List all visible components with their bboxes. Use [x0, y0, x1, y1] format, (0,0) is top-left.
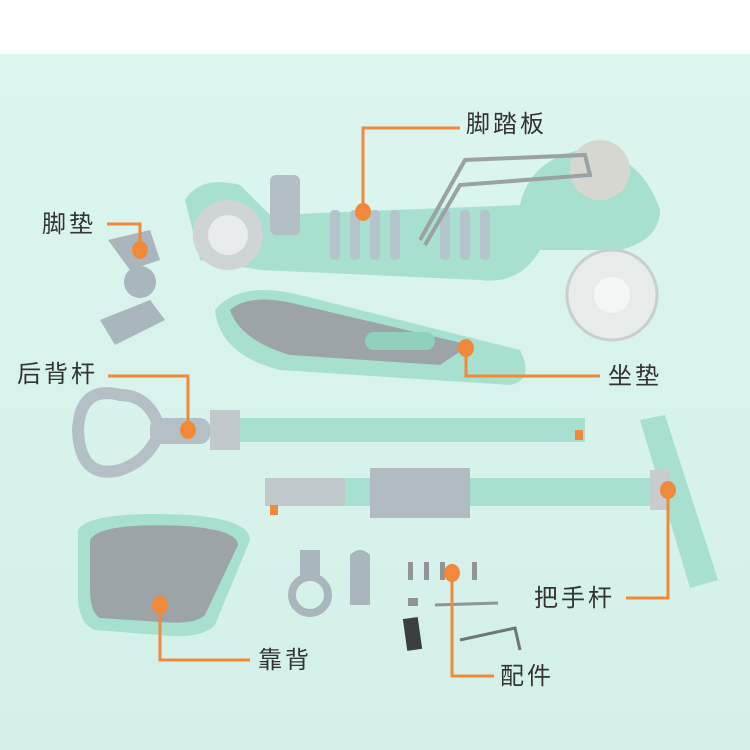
- label-foot-pad: 脚垫: [42, 210, 96, 238]
- callout-dots: [132, 203, 676, 614]
- label-seat-cushion: 坐垫: [608, 362, 662, 390]
- callout-lines: [107, 126, 670, 678]
- product-diagram: [0, 54, 750, 750]
- label-backrest: 靠背: [258, 646, 312, 674]
- label-footboard: 脚踏板: [466, 110, 547, 138]
- label-backrest-rod: 后背杆: [17, 360, 98, 388]
- scooter-parts-illustration: [71, 126, 718, 678]
- footboard-part: [185, 140, 660, 342]
- backrest-rod-part: [71, 387, 585, 478]
- accessories-part: [288, 550, 522, 651]
- handlebar-part: [265, 415, 718, 588]
- seat-cushion-part: [215, 290, 526, 385]
- backrest-part: [78, 514, 250, 637]
- label-accessories: 配件: [500, 662, 554, 690]
- label-handlebar: 把手杆: [534, 584, 615, 612]
